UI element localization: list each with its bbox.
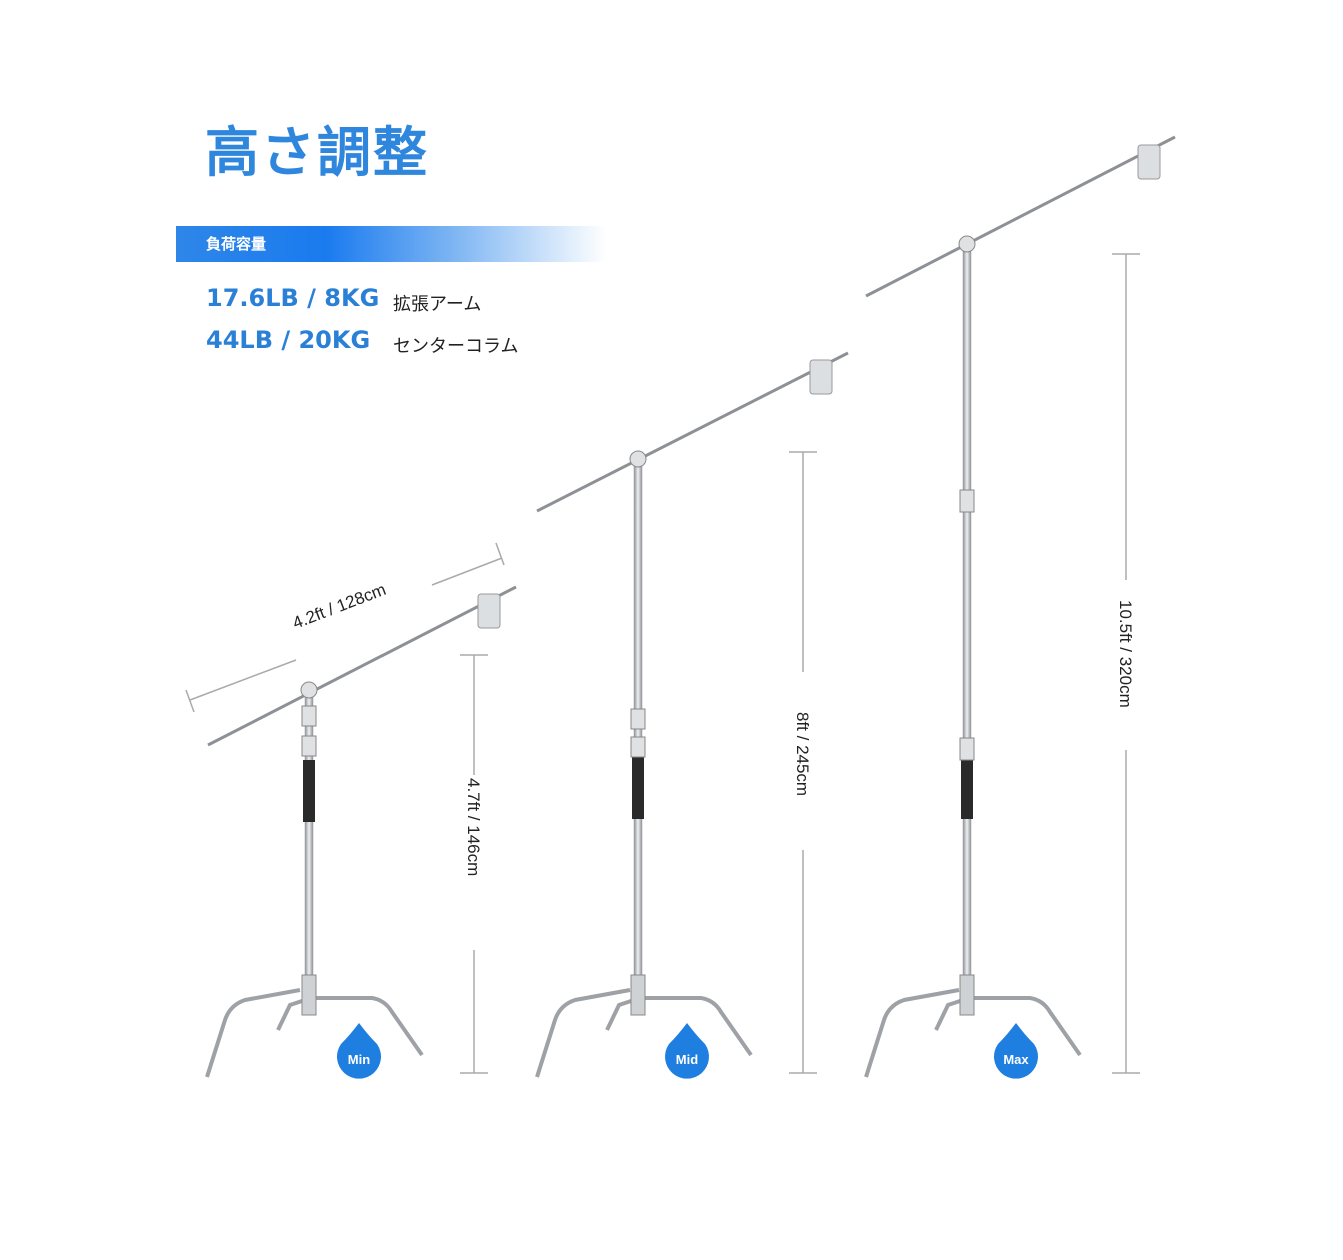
badge-max: Max bbox=[1003, 1052, 1029, 1067]
page-title: 高さ調整 bbox=[205, 121, 429, 184]
badge-min: Min bbox=[347, 1052, 371, 1067]
mid-height-label: 8ft / 245cm bbox=[793, 712, 812, 797]
column-capacity-part: センターコラム bbox=[393, 336, 519, 357]
arm-capacity-value: 17.6LB / 8KG bbox=[206, 284, 380, 312]
stand-min bbox=[205, 585, 517, 1078]
badge-drops bbox=[336, 1023, 1038, 1079]
stand-max bbox=[864, 135, 1176, 1078]
dimension-lines bbox=[185, 253, 1140, 1074]
badge-mid: Mid bbox=[675, 1052, 699, 1067]
column-capacity-value: 44LB / 20KG bbox=[206, 326, 371, 354]
load-capacity-banner: 負荷容量 bbox=[176, 226, 606, 262]
load-capacity-label: 負荷容量 bbox=[206, 235, 267, 253]
arm-capacity-part: 拡張アーム bbox=[393, 294, 482, 315]
max-height-label: 10.5ft / 320cm bbox=[1116, 600, 1135, 708]
stand-mid bbox=[535, 351, 849, 1078]
min-height-label: 4.7ft / 146cm bbox=[464, 778, 483, 877]
